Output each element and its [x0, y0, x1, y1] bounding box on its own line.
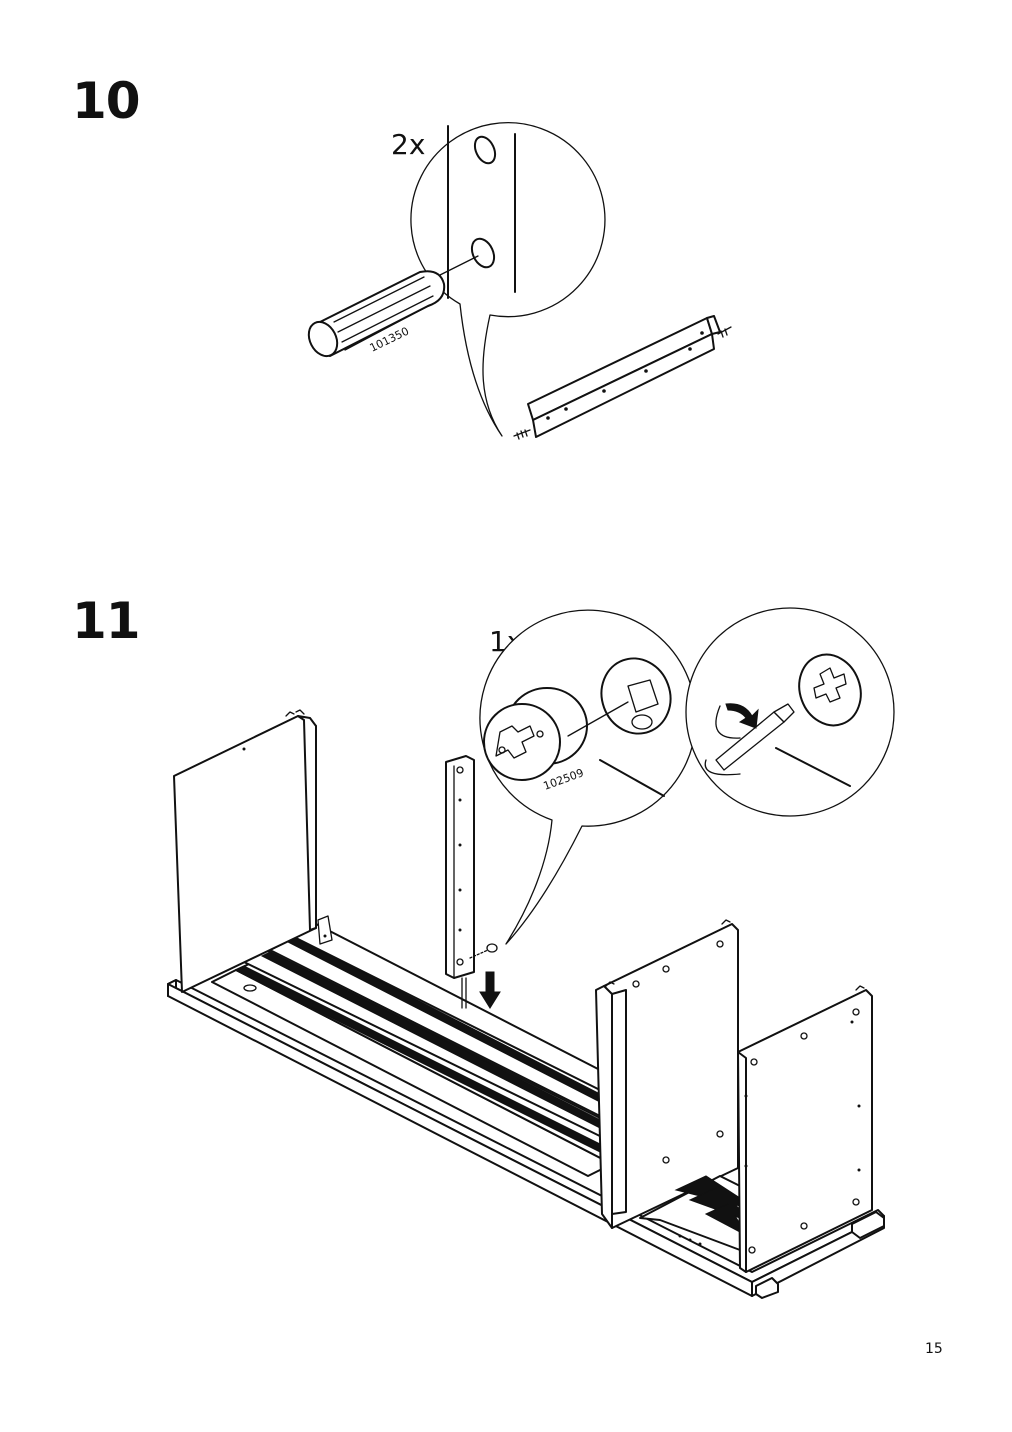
cam-lock-icon: 102509	[483, 687, 588, 793]
step-11-illustration: 102509	[167, 607, 895, 1299]
left-side-panel	[173, 709, 333, 993]
panel-hole-icon	[567, 657, 672, 797]
right-side-panel-b	[737, 985, 873, 1273]
screwdriver-turn-icon	[704, 703, 795, 776]
step-10-detail-callout	[410, 122, 606, 437]
hole-icon	[470, 237, 496, 269]
step-10-quantity: 2x	[391, 128, 426, 161]
vertical-post	[445, 755, 498, 1009]
step-11-number: 11	[72, 592, 141, 650]
cam-top-view-icon	[775, 653, 862, 787]
page-number: 15	[925, 1341, 943, 1357]
base-rails	[211, 923, 613, 1177]
right-side-panel-a	[595, 919, 739, 1229]
rail-board	[513, 315, 732, 440]
down-arrow-icon	[479, 971, 501, 1009]
step-10-number: 10	[72, 72, 141, 130]
hole-icon	[473, 135, 497, 165]
feet	[755, 1211, 885, 1299]
step-10-illustration: 101350	[307, 122, 732, 440]
